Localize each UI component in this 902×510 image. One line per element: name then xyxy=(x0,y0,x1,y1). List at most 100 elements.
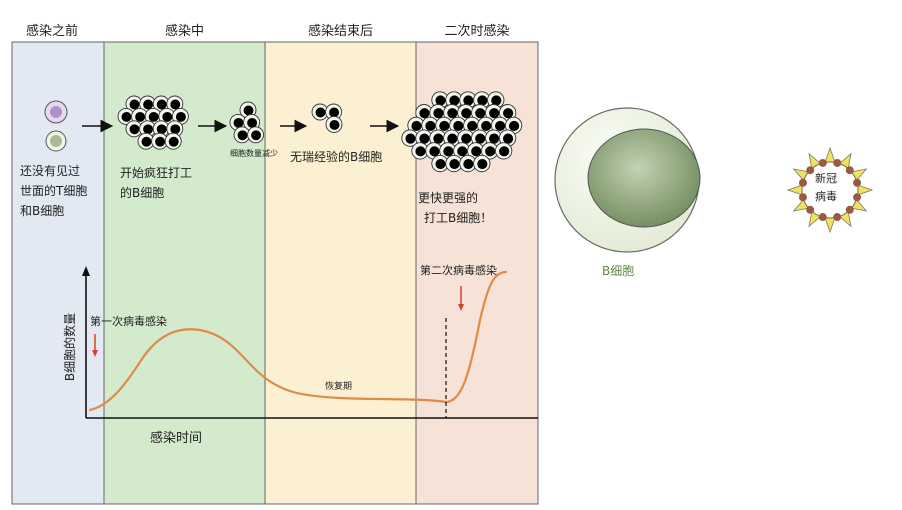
cell-nucleus xyxy=(411,120,422,132)
cell-nucleus xyxy=(405,133,416,144)
chart-y-axis-arrow xyxy=(82,266,90,276)
virus-protein xyxy=(806,205,815,214)
note-after: 无瑞经验的B细胞 xyxy=(290,150,383,164)
cell-nucleus xyxy=(162,111,173,122)
cell-nucleus xyxy=(447,108,458,119)
cell-nucleus xyxy=(439,120,450,132)
cell-nucleus xyxy=(175,111,186,122)
virus-protein xyxy=(845,166,854,175)
virus-spike xyxy=(824,217,836,234)
cell-nucleus xyxy=(155,136,166,147)
virus-protein xyxy=(798,193,807,202)
cell-nucleus xyxy=(143,99,154,110)
cell-nucleus xyxy=(467,120,478,132)
cell-nucleus xyxy=(435,158,446,170)
cell-nucleus xyxy=(315,107,326,118)
virus-label-line1: 新冠 xyxy=(815,172,837,185)
cell-nucleus xyxy=(141,136,152,147)
second-infection-cell-cluster xyxy=(401,91,523,173)
cell-nucleus xyxy=(247,117,258,128)
naive-t-cell-core xyxy=(50,106,62,118)
decreasing-cell-cluster xyxy=(229,101,265,144)
chart-y-label: B细胞的数量 xyxy=(63,312,77,382)
memory-b-cell-cluster xyxy=(311,103,343,133)
cell-nucleus xyxy=(449,95,460,106)
cell-nucleus xyxy=(329,107,340,118)
cell-nucleus xyxy=(463,158,474,170)
cell-nucleus xyxy=(429,146,440,157)
virus-protein xyxy=(833,213,842,222)
b-cell-illustration xyxy=(554,107,701,253)
virus-protein xyxy=(853,178,862,187)
first-infection-label: 第一次病毒感染 xyxy=(90,315,167,328)
cell-nucleus xyxy=(499,146,510,157)
virus-protein xyxy=(853,193,862,202)
cell-nucleus xyxy=(489,133,500,144)
proliferating-b-cell-cluster xyxy=(117,95,189,150)
cell-nucleus xyxy=(502,133,514,144)
cell-nucleus xyxy=(481,120,492,132)
cell-nucleus xyxy=(415,146,426,157)
cell-nucleus xyxy=(419,133,430,144)
cell-nucleus xyxy=(425,120,436,132)
note-during-line2: 的B细胞 xyxy=(120,186,165,200)
cell-nucleus xyxy=(251,130,262,141)
recovery-label: 恢复期 xyxy=(325,382,353,392)
cell-nucleus xyxy=(457,146,468,157)
note-before-line1: 还没有见过 xyxy=(20,164,81,178)
cell-nucleus xyxy=(156,124,167,135)
cell-nucleus xyxy=(243,105,254,116)
naive-cells xyxy=(44,100,68,152)
virus-protein xyxy=(845,205,854,214)
cell-nucleus xyxy=(156,99,167,110)
phase-title-during: 感染中 xyxy=(164,24,204,39)
cell-nucleus xyxy=(477,158,488,170)
virus-spike xyxy=(857,184,874,196)
cell-nucleus xyxy=(447,133,458,144)
cell-nucleus xyxy=(170,99,181,110)
cell-nucleus xyxy=(453,120,464,132)
note-second-line2: 打工B细胞！ xyxy=(424,211,493,225)
phase-after-bg xyxy=(264,41,417,505)
cell-nucleus xyxy=(129,99,140,110)
cell-nucleus xyxy=(485,146,496,157)
cell-nucleus xyxy=(168,136,179,147)
cell-nucleus xyxy=(329,119,340,130)
phase-title-before: 感染之前 xyxy=(25,24,78,39)
virus-label-line2: 病毒 xyxy=(815,190,837,203)
second-infection-arrow xyxy=(458,286,464,311)
cell-nucleus xyxy=(237,130,248,141)
cell-nucleus xyxy=(508,120,520,132)
second-infection-label: 第二次病毒感染 xyxy=(420,264,497,277)
b-cell-count-curve xyxy=(88,270,508,412)
note-before-line2: 世面的T细胞 xyxy=(20,184,88,198)
chart-x-label: 感染时间 xyxy=(150,431,203,446)
first-infection-arrow xyxy=(92,334,98,357)
cell-nucleus xyxy=(148,111,159,122)
cell-nucleus xyxy=(461,133,472,144)
cell-nucleus xyxy=(495,120,506,132)
cell-nucleus xyxy=(449,158,460,170)
cell-nucleus xyxy=(233,117,244,128)
cell-nucleus xyxy=(419,108,430,119)
cell-nucleus xyxy=(121,111,132,122)
cell-nucleus xyxy=(435,95,446,106)
note-during-line1: 开始疯狂打工 xyxy=(120,166,193,180)
naive-b-cell-core xyxy=(50,135,62,147)
virus-spike xyxy=(786,184,803,196)
virus-protein xyxy=(818,158,827,167)
cell-nucleus xyxy=(475,108,486,119)
cell-nucleus xyxy=(475,133,486,144)
virus-protein xyxy=(833,158,842,167)
virus-protein xyxy=(806,166,815,175)
note-decrease: 细胞数量减少 xyxy=(230,149,278,158)
cell-nucleus xyxy=(463,95,474,106)
cell-nucleus xyxy=(143,124,154,135)
cell-nucleus xyxy=(491,95,502,106)
virus-spike xyxy=(824,146,836,163)
b-cell-label: B细胞 xyxy=(602,264,635,278)
phase-title-after: 感染结束后 xyxy=(307,24,373,39)
cell-nucleus xyxy=(489,108,500,119)
cell-nucleus xyxy=(443,146,454,157)
note-second-line1: 更快更强的 xyxy=(418,191,479,205)
